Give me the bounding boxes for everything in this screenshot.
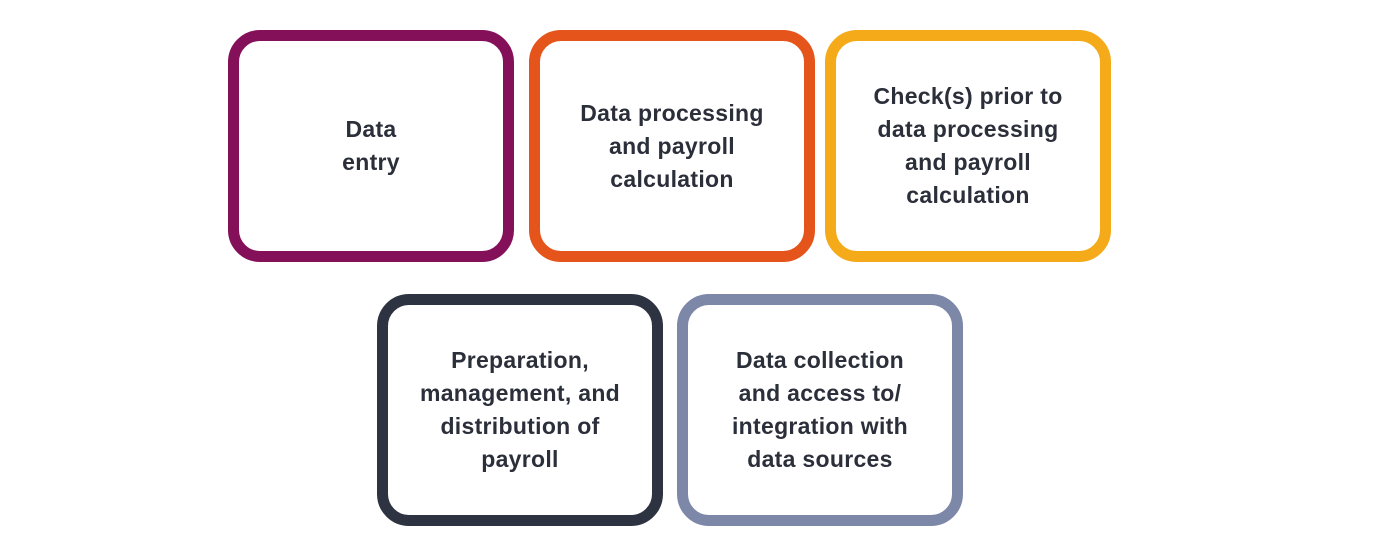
box-label: Check(s) prior to data processing and pa… — [873, 83, 1063, 208]
box-label: Data collection and access to/ integrati… — [731, 347, 908, 472]
box-label: Data processing and payroll calculation — [580, 99, 764, 192]
box-checks-prior: Check(s) prior to data processing and pa… — [825, 30, 1111, 262]
box-data-entry: Data entry — [228, 30, 514, 262]
box-data-processing: Data processing and payroll calculation — [529, 30, 815, 262]
box-data-collection: Data collection and access to/ integrati… — [677, 294, 963, 526]
box-payroll-preparation: Preparation, management, and distributio… — [377, 294, 663, 526]
box-label: Data entry — [342, 116, 400, 175]
box-label: Preparation, management, and distributio… — [419, 347, 621, 472]
